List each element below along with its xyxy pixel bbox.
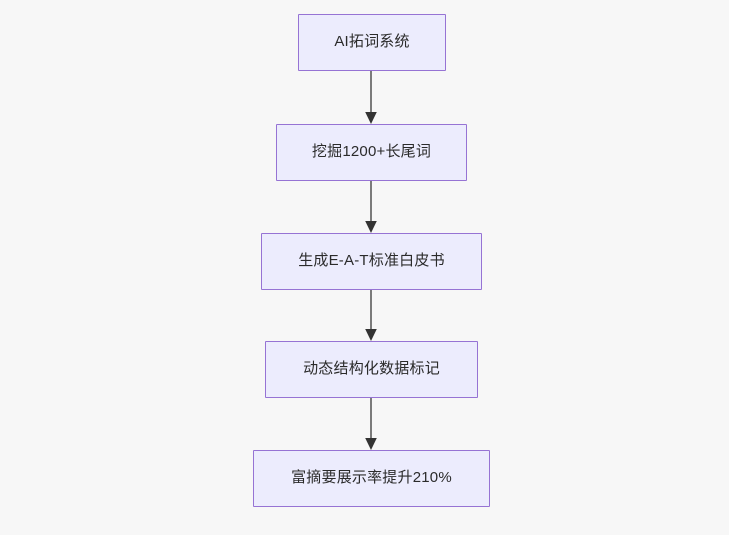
flowchart-node-label: 生成E-A-T标准白皮书: [298, 252, 445, 270]
flowchart-node-label: 动态结构化数据标记: [303, 360, 440, 378]
flowchart-node-label: 富摘要展示率提升210%: [291, 469, 452, 487]
flowchart-node-n2[interactable]: 挖掘1200+长尾词: [276, 124, 467, 181]
flowchart-node-label: AI拓词系统: [334, 33, 410, 51]
flowchart-node-n4[interactable]: 动态结构化数据标记: [265, 341, 478, 398]
edge-n3-to-n4: [365, 290, 377, 341]
edge-n1-to-n2: [365, 71, 377, 124]
edge-n2-to-n3: [365, 181, 377, 233]
flowchart-node-label: 挖掘1200+长尾词: [311, 143, 432, 161]
flowchart-node-n1[interactable]: AI拓词系统: [298, 14, 446, 71]
flowchart-node-n3[interactable]: 生成E-A-T标准白皮书: [261, 233, 482, 290]
edge-n4-to-n5: [365, 398, 377, 450]
flowchart-node-n5[interactable]: 富摘要展示率提升210%: [253, 450, 490, 507]
